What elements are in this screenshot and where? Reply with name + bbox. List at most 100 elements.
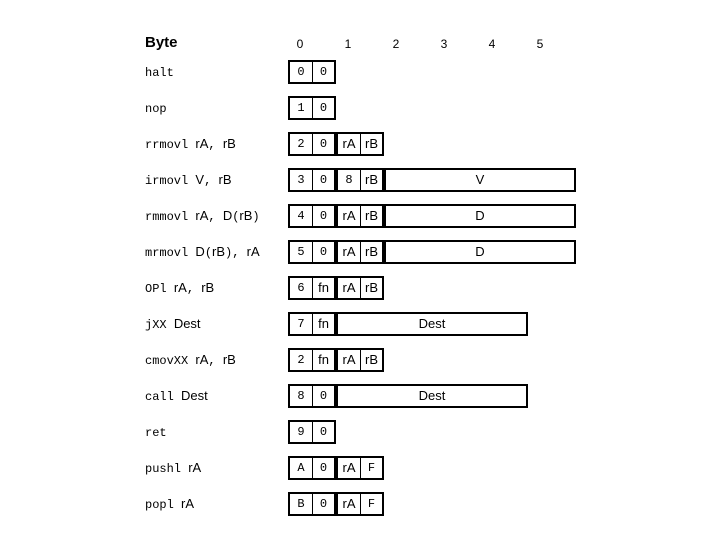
instruction-label: mrmovl D(rB), rA: [145, 240, 260, 264]
nibble-cell: fn: [312, 278, 334, 298]
nibble-cell: 4: [297, 209, 305, 223]
constant-word-field: D: [384, 204, 576, 228]
nibble-cell: rB: [360, 206, 382, 226]
nibble-cell: 0: [312, 458, 334, 478]
label-token: ): [252, 210, 260, 224]
label-token: ,: [208, 354, 223, 368]
nibble-cell: rA: [342, 352, 356, 367]
nibble-cell: rA: [342, 208, 356, 223]
byte-field: rA rB: [336, 132, 384, 156]
label-token: ,: [186, 282, 202, 296]
instruction-label: ret: [145, 420, 167, 444]
instruction-label: cmovXX rA, rB: [145, 348, 236, 372]
instruction-label: OPl rA, rB: [145, 276, 214, 300]
word-value: D: [475, 208, 485, 223]
nibble-cell: 0: [312, 386, 334, 406]
label-token: rB: [201, 280, 215, 295]
label-token: rB: [239, 208, 253, 223]
byte-field: rA F: [336, 492, 384, 516]
nibble-cell: 3: [297, 173, 305, 187]
byte-index-0: 0: [296, 37, 304, 51]
label-token: halt: [145, 66, 174, 80]
constant-word-field: D: [384, 240, 576, 264]
byte-field: rA F: [336, 456, 384, 480]
nibble-cell: rA: [342, 496, 356, 511]
label-token: rA: [181, 496, 195, 511]
label-token: rA: [188, 460, 202, 475]
label-token: D: [222, 208, 233, 223]
label-token: rA: [173, 280, 187, 295]
label-token: rB: [218, 172, 232, 187]
nibble-cell: 0: [312, 242, 334, 262]
label-token: ,: [208, 210, 223, 224]
nibble-cell: rB: [360, 278, 382, 298]
nibble-cell: 0: [312, 170, 334, 190]
word-value: V: [475, 172, 485, 187]
label-token: popl: [145, 498, 182, 512]
instruction-label: nop: [145, 96, 167, 120]
byte-field: 8 rB: [336, 168, 384, 192]
nibble-cell: 5: [297, 245, 305, 259]
label-token: OPl: [145, 282, 174, 296]
constant-word-field: Dest: [336, 384, 528, 408]
nibble-cell: B: [297, 497, 305, 511]
nibble-cell: rA: [342, 460, 356, 475]
byte-index-4: 4: [488, 37, 496, 51]
nibble-cell: 0: [297, 65, 305, 79]
byte-field: rA rB: [336, 204, 384, 228]
label-token: (: [204, 246, 213, 260]
nibble-cell: F: [360, 494, 382, 514]
label-token: pushl: [145, 462, 189, 476]
nibble-cell: rB: [360, 170, 382, 190]
label-token: rrmovl: [145, 138, 196, 152]
constant-word-field: V: [384, 168, 576, 192]
label-token: rA: [246, 244, 260, 259]
instruction-label: halt: [145, 60, 174, 84]
byte-index-5: 5: [536, 37, 544, 51]
label-token: Dest: [173, 316, 201, 331]
nibble-cell: 0: [312, 62, 334, 82]
nibble-cell: 2: [297, 137, 305, 151]
instruction-label: popl rA: [145, 492, 194, 516]
nibble-cell: rA: [342, 136, 356, 151]
nibble-cell: 0: [312, 422, 334, 442]
label-token: rB: [212, 244, 226, 259]
nibble-cell: F: [360, 458, 382, 478]
nibble-cell: 8: [297, 389, 305, 403]
nibble-cell: 0: [312, 98, 334, 118]
nibble-cell: fn: [312, 314, 334, 334]
label-token: V: [195, 172, 205, 187]
label-token: (: [232, 210, 240, 224]
label-token: ret: [145, 426, 167, 440]
label-token: rB: [222, 136, 236, 151]
nibble-cell: rA: [342, 280, 356, 295]
nibble-cell: 0: [312, 134, 334, 154]
nibble-cell: rB: [360, 350, 382, 370]
nibble-cell: 8: [345, 173, 353, 187]
nibble-cell: rB: [360, 134, 382, 154]
word-value: Dest: [418, 388, 446, 403]
nibble-cell: 2: [297, 353, 305, 367]
label-token: rA: [195, 352, 209, 367]
instruction-label: call Dest: [145, 384, 208, 408]
label-token: jXX: [145, 318, 174, 332]
byte-index-3: 3: [440, 37, 448, 51]
label-token: nop: [145, 102, 167, 116]
nibble-cell: 7: [297, 317, 305, 331]
label-token: rA: [195, 208, 209, 223]
